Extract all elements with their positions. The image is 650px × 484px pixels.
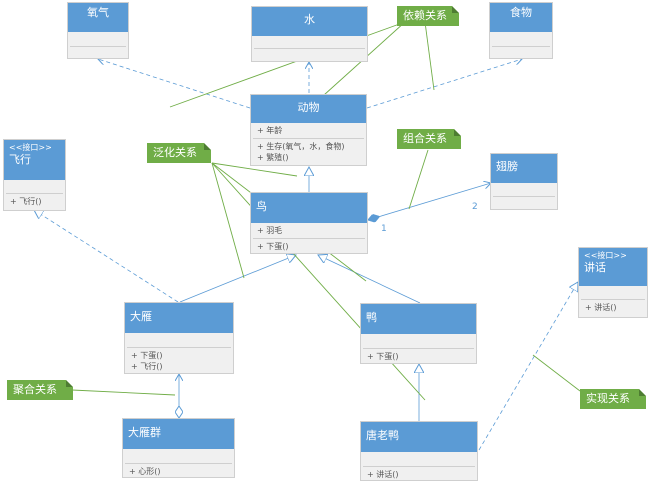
note-line-dependency-3 bbox=[424, 21, 435, 91]
note-aggregation[interactable]: 聚合关系 bbox=[7, 380, 73, 400]
class-duck-header: 鸭 bbox=[361, 304, 476, 334]
class-food[interactable]: 食物 bbox=[489, 2, 553, 59]
class-name: 翅膀 bbox=[496, 160, 518, 173]
class-oxygen-header: 氧气 bbox=[68, 3, 128, 32]
realization-goose-fly bbox=[34, 210, 179, 303]
method-section: + 下蛋() bbox=[251, 239, 367, 254]
method: + 生存(氧气，水，食物) bbox=[257, 142, 345, 151]
dependency-line-oxygen bbox=[98, 59, 251, 109]
class-name: 飞行 bbox=[9, 153, 31, 166]
class-animal-header: 动物 bbox=[251, 95, 366, 123]
class-wing-header: 翅膀 bbox=[491, 154, 557, 183]
class-speak-interface[interactable]: <<接口>> 讲话 + 讲话() bbox=[578, 247, 648, 318]
stereotype: <<接口>> bbox=[9, 143, 52, 152]
class-wing[interactable]: 翅膀 bbox=[490, 153, 558, 210]
class-oxygen[interactable]: 氧气 bbox=[67, 2, 129, 59]
multiplicity-bird: 1 bbox=[381, 224, 387, 234]
class-name: 唐老鸭 bbox=[366, 429, 399, 442]
method-section: + 讲话() bbox=[579, 300, 647, 315]
method-section: + 飞行() bbox=[4, 194, 65, 209]
note-text: 组合关系 bbox=[403, 132, 447, 145]
note-text: 实现关系 bbox=[586, 392, 630, 405]
class-bird[interactable]: 鸟 + 羽毛 + 下蛋() bbox=[250, 192, 368, 254]
note-dependency[interactable]: 依赖关系 bbox=[397, 6, 459, 26]
method: + 飞行() bbox=[10, 197, 42, 206]
realization-donald-speak bbox=[478, 282, 578, 451]
class-goose-flock[interactable]: 大雁群 + 心形() bbox=[122, 418, 235, 478]
class-name: 动物 bbox=[297, 101, 320, 114]
class-goose[interactable]: 大雁 + 下蛋() + 飞行() bbox=[124, 302, 234, 374]
note-text: 依赖关系 bbox=[403, 9, 447, 22]
class-name: 鸟 bbox=[256, 200, 267, 213]
class-food-header: 食物 bbox=[490, 3, 552, 32]
class-duck[interactable]: 鸭 + 下蛋() bbox=[360, 303, 477, 364]
method: + 下蛋() bbox=[257, 242, 289, 251]
method: + 下蛋() bbox=[367, 352, 399, 361]
attribute-section: + 年龄 bbox=[251, 123, 366, 138]
note-line-realization bbox=[532, 354, 581, 392]
stereotype: <<接口>> bbox=[584, 251, 627, 260]
method: + 飞行() bbox=[131, 362, 163, 371]
attribute: + 年龄 bbox=[257, 126, 283, 135]
method: + 讲话() bbox=[367, 470, 399, 479]
class-name: 鸭 bbox=[366, 311, 377, 324]
multiplicity-wing: 2 bbox=[472, 202, 478, 212]
method: + 心形() bbox=[129, 467, 161, 476]
attribute-section: + 羽毛 bbox=[251, 223, 367, 238]
class-fly-interface[interactable]: <<接口>> 飞行 + 飞行() bbox=[3, 139, 66, 211]
note-realization[interactable]: 实现关系 bbox=[580, 389, 646, 409]
class-name: 水 bbox=[304, 13, 315, 26]
class-donald-duck[interactable]: 唐老鸭 + 讲话() bbox=[360, 421, 478, 481]
class-animal[interactable]: 动物 + 年龄 + 生存(氧气，水，食物) + 繁殖() bbox=[250, 94, 367, 166]
note-composition[interactable]: 组合关系 bbox=[397, 129, 461, 149]
class-water[interactable]: 水 bbox=[251, 6, 368, 62]
class-name: 讲话 bbox=[584, 261, 606, 274]
method-section: + 下蛋() bbox=[361, 349, 476, 364]
class-name: 食物 bbox=[510, 6, 532, 19]
class-flock-header: 大雁群 bbox=[123, 419, 234, 449]
class-donald-header: 唐老鸭 bbox=[361, 422, 477, 452]
class-speak-header: <<接口>> 讲话 bbox=[579, 248, 647, 286]
note-generalization[interactable]: 泛化关系 bbox=[147, 143, 211, 163]
class-goose-header: 大雁 bbox=[125, 303, 233, 333]
method: + 讲话() bbox=[585, 303, 617, 312]
class-water-header: 水 bbox=[252, 7, 367, 36]
generalization-duck-bird bbox=[318, 255, 421, 304]
method-section: + 讲话() bbox=[361, 467, 477, 482]
method-section: + 生存(氧气，水，食物) + 繁殖() bbox=[251, 139, 366, 165]
note-text: 聚合关系 bbox=[13, 383, 57, 396]
class-fly-header: <<接口>> 飞行 bbox=[4, 140, 65, 180]
note-line-aggregation bbox=[71, 389, 176, 396]
class-name: 氧气 bbox=[87, 6, 109, 19]
class-bird-header: 鸟 bbox=[251, 193, 367, 223]
note-line-composition bbox=[408, 149, 429, 210]
method-section: + 心形() bbox=[123, 464, 234, 479]
class-name: 大雁群 bbox=[128, 426, 161, 439]
method: + 繁殖() bbox=[257, 153, 289, 162]
note-line-generalization-2 bbox=[211, 162, 245, 279]
dependency-line-food bbox=[366, 59, 522, 109]
method: + 下蛋() bbox=[131, 351, 163, 360]
method-section: + 下蛋() + 飞行() bbox=[125, 348, 233, 374]
note-text: 泛化关系 bbox=[153, 146, 197, 159]
class-name: 大雁 bbox=[130, 310, 152, 323]
generalization-goose-bird bbox=[179, 255, 296, 303]
attribute: + 羽毛 bbox=[257, 226, 283, 235]
